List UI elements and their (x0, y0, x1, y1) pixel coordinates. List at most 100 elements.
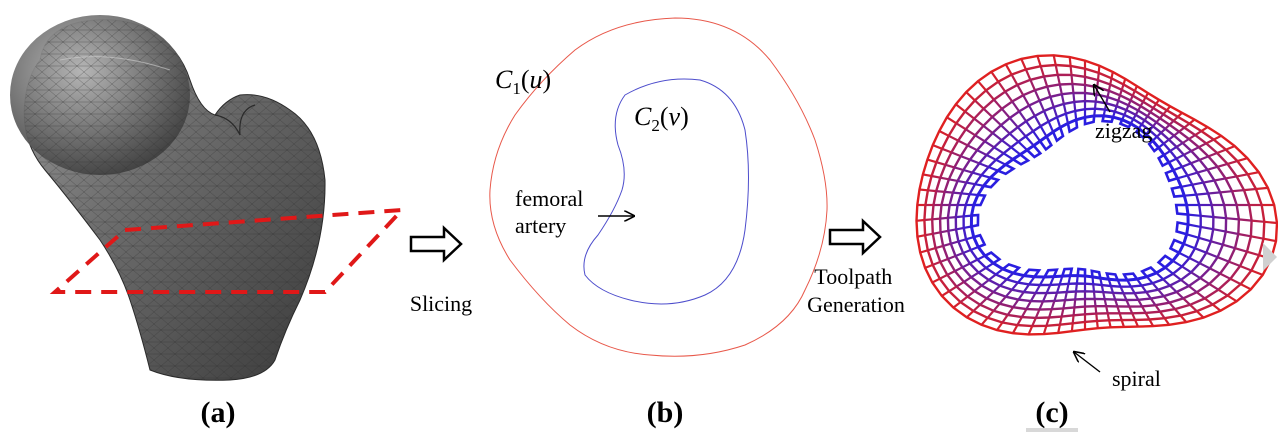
toolpath-rung (957, 139, 969, 147)
toolpath-rung (998, 295, 1007, 305)
toolpath-rung (1182, 138, 1190, 144)
toolpath-rung (1068, 56, 1072, 67)
toolpath-rung (1032, 130, 1041, 142)
panel-a: (a) (10, 15, 407, 429)
toolpath-rung (1157, 142, 1165, 149)
toolpath-rung (1197, 168, 1208, 174)
toolpath-rung (955, 103, 966, 113)
toolpath-rung (1146, 111, 1152, 117)
toolpath-rung (1095, 320, 1099, 329)
toolpath-rung (1225, 145, 1236, 151)
step-label-slicing: Slicing (410, 291, 472, 316)
toolpath-zigzag (1026, 144, 1043, 159)
toolpath-rung (1001, 139, 1012, 149)
toolpath-rung (940, 176, 950, 181)
toolpath-rung (1008, 117, 1019, 128)
toolpath-rung (1106, 90, 1110, 98)
toolpath-rung (1074, 110, 1078, 120)
toolpath-rung (1216, 148, 1227, 155)
toolpath-rung (1152, 103, 1157, 109)
toolpath-rung (1246, 250, 1260, 257)
toolpath-rung (1045, 284, 1052, 294)
toolpath-rung (1106, 313, 1111, 321)
toolpath-rung (1168, 120, 1175, 126)
toolpath-zigzag (1038, 135, 1053, 152)
toolpath-rung (1199, 262, 1211, 270)
toolpath-rung (1121, 114, 1126, 121)
toolpath-rung (1033, 89, 1041, 102)
toolpath-rung (1131, 312, 1137, 321)
toolpath-zigzag (973, 193, 987, 207)
toolpath-rung (1239, 264, 1252, 272)
toolpath-rung (1255, 186, 1269, 191)
toolpath-rung (1058, 316, 1063, 325)
toolpath-rung (1115, 100, 1120, 107)
toolpath-rung (1177, 112, 1183, 118)
toolpath-rung (927, 158, 937, 164)
toolpath-rung (1016, 316, 1023, 326)
toolpath-rung (992, 302, 1001, 312)
toolpath-rung (1162, 278, 1171, 287)
toolpath-rung (935, 244, 944, 250)
toolpath-rung (969, 158, 980, 165)
toolpath-rung (961, 192, 970, 196)
toolpath-rung (1217, 162, 1228, 168)
toolpath-rung (1093, 108, 1097, 117)
toolpath-rung (1038, 300, 1045, 311)
toolpath-rung (1017, 140, 1028, 151)
toolpath-rung (1114, 299, 1119, 307)
toolpath-rung (991, 132, 1003, 142)
toolpath-rung (1110, 71, 1114, 79)
toolpath-rung (948, 134, 959, 142)
toolpath-rung (1108, 320, 1112, 328)
toolpath-rung (1005, 272, 1015, 281)
toolpath-rung (972, 171, 982, 177)
toolpath-rung (1169, 145, 1178, 152)
toolpath-rung (1243, 187, 1257, 192)
toolpath-rung (1199, 155, 1209, 161)
toolpath-rung (1175, 291, 1185, 300)
toolpath-rung (1022, 283, 1031, 293)
toolpath-rung (967, 144, 978, 152)
toolpath-rung (924, 263, 934, 269)
annotation-femoral-artery: femoral artery (515, 186, 589, 238)
toolpath-rung (927, 189, 937, 193)
toolpath-rung (1070, 323, 1074, 332)
toolpath-rung (1134, 319, 1140, 328)
toolpath-rung (1190, 158, 1201, 165)
toolpath-rung (984, 140, 995, 149)
toolpath-rung (1179, 314, 1188, 323)
toolpath-rung (995, 268, 1004, 276)
toolpath-rung (1208, 282, 1219, 291)
caption-a: (a) (201, 396, 236, 429)
toolpath-rung (1188, 134, 1196, 140)
chevron-right-icon[interactable] (1263, 243, 1277, 271)
step-slicing: Slicing (409, 225, 472, 316)
toolpath-rung (969, 193, 979, 197)
toolpath-rung (970, 245, 979, 252)
toolpath-rung (1162, 109, 1168, 116)
toolpath-rung (1042, 76, 1049, 87)
slice-plane (49, 207, 407, 294)
toolpath-rung (952, 191, 962, 195)
toolpath-zigzag (1168, 238, 1185, 254)
toolpath-rung (1155, 272, 1164, 281)
toolpath-rung (1231, 189, 1245, 193)
toolpath-rung (988, 273, 997, 281)
toolpath-rung (1225, 230, 1239, 236)
toolpath-rung (1194, 247, 1207, 254)
toolpath-rung (1107, 278, 1112, 287)
toolpath-rung (948, 228, 957, 232)
toolpath-rung (1164, 266, 1174, 275)
toolpath-rung (1145, 291, 1152, 300)
toolpath-zigzag (1140, 265, 1158, 278)
toolpath-rung (1194, 130, 1202, 137)
toolpath-rung (1017, 291, 1025, 301)
toolpath-rung (932, 217, 941, 221)
toolpath-rung (1011, 281, 1019, 291)
toolpath-zigzag (971, 213, 980, 228)
toolpath-rung (1111, 292, 1117, 300)
toolpath-rung (1093, 101, 1097, 109)
toolpath-rung (919, 249, 929, 254)
toolpath-rung (1168, 157, 1177, 164)
